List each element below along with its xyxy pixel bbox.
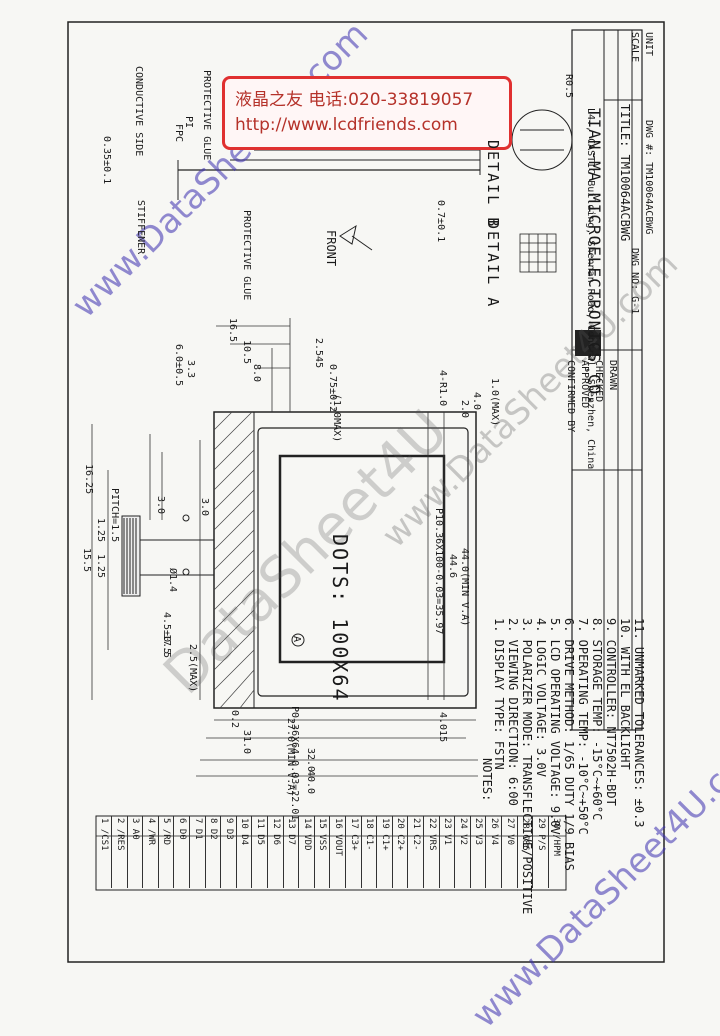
banner-phone: 液晶之友 电话:020-33819057 [235, 90, 474, 110]
pin-row: 18 C1- [361, 816, 378, 888]
dim-label: 16.25 [83, 464, 94, 495]
pin-row: 29 P/S [533, 816, 549, 888]
dim-label: 8.0 [251, 364, 262, 383]
dim-label: 4.015 [437, 712, 448, 743]
display-dots-label: DOTS: 100X64 [328, 534, 352, 703]
aa-marker: A [291, 636, 302, 643]
note-line: 4. LOGIC VOLTAGE: 3.0V [534, 618, 548, 777]
dim-label: 3.0 [199, 498, 210, 517]
dim-label: 1.25 [95, 518, 106, 543]
pin-row: 17 C3+ [346, 816, 362, 888]
pin-row: 12 D6 [268, 816, 284, 888]
pin-row: 21 C2- [408, 816, 424, 888]
pin-row: 20 C2+ [392, 816, 409, 888]
dim-label: 2.545 [313, 338, 324, 369]
dim-label: 1.25 [95, 554, 106, 579]
dim-label: 6.0±0.5 [173, 344, 184, 387]
note-line: 7. OPERATING TEMP: -10°C~+50°C [576, 618, 590, 835]
note-line: 8. STORAGE TEMP: -15°C~+60°C [590, 618, 604, 821]
protective-glue-label-top: PROTECTIVE GLUE [201, 70, 212, 161]
dim-label: 44.0(MIN V.A) [459, 548, 470, 627]
dim-label: P0.36X64-0.03=22.01 [289, 706, 300, 821]
note-line: 2. VIEWING DIRECTION: 6:00 [506, 618, 520, 806]
pin-row: 9 D3 [221, 816, 237, 888]
dim-label: 0.7±0.1 [435, 200, 446, 243]
note-line: 10. WITH EL BACKLIGHT [618, 618, 632, 770]
pin-row: 22 VRS [424, 816, 440, 888]
dim-label: 17.5 [161, 634, 172, 659]
title-block-dwg-no: DWG NO: G-1 [629, 248, 640, 315]
dim-label: P10.36X100-0.03=35.97 [433, 508, 444, 635]
contact-banner: 液晶之友 电话:020-33819057 http://www.lcdfrien… [222, 76, 512, 150]
title-block-unit: UNIT [643, 32, 654, 57]
dim-label: 40.0 [305, 770, 316, 795]
pin-row: 7 D1 [190, 816, 206, 888]
title-block-title: TITLE: TM10064ACBWG [618, 104, 632, 242]
company-address: L4., CASTIC Building, Shennan Road, Cent… [585, 108, 596, 470]
dim-label: 32.0 [305, 748, 316, 773]
dim-label: 16.5 [227, 318, 238, 343]
dim-label: 31.0 [241, 730, 252, 755]
banner-url[interactable]: http://www.lcdfriends.com [235, 115, 458, 135]
note-line: 1. DISPLAY TYPE: FSTN [492, 618, 506, 770]
pin-row: 2 /RES [112, 816, 128, 888]
pin-row: 6 D0 [174, 816, 190, 888]
pin-row: 4 /WR [143, 816, 159, 888]
dim-label: PITCH=1.5 [109, 488, 120, 543]
dim-label: 4.0 [471, 392, 482, 411]
pin-row: 11 D5 [252, 816, 268, 888]
front-label: FRONT [324, 230, 338, 267]
dim-label: 4-R1.0 [437, 370, 448, 407]
pin-row: 13 D7 [283, 816, 300, 888]
pin-row: 10 D4 [236, 816, 253, 888]
pin-assignment-table: 1 /CS1 2 /RES 3 A0 4 /WR 5 /RD 6 D0 7 D1… [96, 816, 566, 890]
note-line: 5. LCD OPERATING VOLTAGE: 9.0V [548, 618, 562, 835]
pin-row: 30 /HPM [551, 818, 562, 856]
dim-label: 10.5 [241, 340, 252, 365]
protective-glue-label: PROTECTIVE GLUE [241, 210, 252, 301]
pin-row: 1 /CS1 [96, 816, 112, 888]
note-line: 9. CONTROLLER: NT7502H-BDT [604, 618, 618, 806]
pin-row: 16 VOUT [330, 816, 346, 888]
pin-row: 28 C86 [517, 816, 534, 888]
pin-row: 26 V4 [486, 816, 502, 888]
pin-row: 27 V0 [502, 816, 518, 888]
detail-a-label: DETAIL A [484, 220, 502, 309]
pin-row: 25 V3 [470, 816, 487, 888]
dim-label: (1.0MAX) [331, 394, 342, 443]
title-block-scale: SCALE [629, 32, 640, 63]
conductive-side-label: CONDUCTIVE SIDE [133, 66, 144, 157]
dim-label: 2.0 [459, 400, 470, 419]
drawing-sheet: www.DataSheet4U.com DataSheet4U www.Data… [65, 14, 720, 1036]
dim-label: 1.0(MAX) [489, 378, 500, 427]
pin-row: 3 A0 [127, 816, 144, 888]
dim-label: R0.5 [563, 74, 574, 99]
pin-row: 15 VSS [314, 816, 331, 888]
dim-label: 3.3 [185, 360, 196, 379]
dim-label: Ø1.4 [167, 568, 178, 593]
dim-label: 3.0 [155, 496, 166, 515]
pin-row: 5 /RD [158, 816, 175, 888]
dim-label: 44.6 [447, 554, 458, 579]
dim-label: 0.35±0.1 [101, 136, 112, 185]
dim-label: 2.5(MAX) [187, 644, 198, 693]
detail-b-label: DETAIL B [484, 140, 502, 229]
technical-drawing [67, 21, 665, 963]
pin-row: 24 V2 [455, 816, 471, 888]
pi-label: PI [183, 116, 194, 129]
title-block-confirmed: CONFIRMED BY [565, 360, 576, 433]
pin-row: 19 C1+ [377, 816, 393, 888]
dim-label: 0.2 [229, 710, 240, 729]
title-block-checked: CHECKED [593, 360, 604, 403]
pin-row: 23 V1 [439, 816, 456, 888]
pin-row: 14 VDD [299, 816, 315, 888]
title-block-drawn: DRAWN [607, 360, 618, 391]
note-line: 11. UNMARKED TOLERANCES: ±0.3 [632, 618, 646, 828]
dim-label: 15.5 [81, 548, 92, 573]
pin-row: 8 D2 [205, 816, 222, 888]
title-block-approved: APPROVED [579, 360, 590, 409]
title-block-footer: DWG #: TM10064ACBWG [643, 120, 654, 235]
stiffener-label: STIFFENER [135, 200, 146, 255]
